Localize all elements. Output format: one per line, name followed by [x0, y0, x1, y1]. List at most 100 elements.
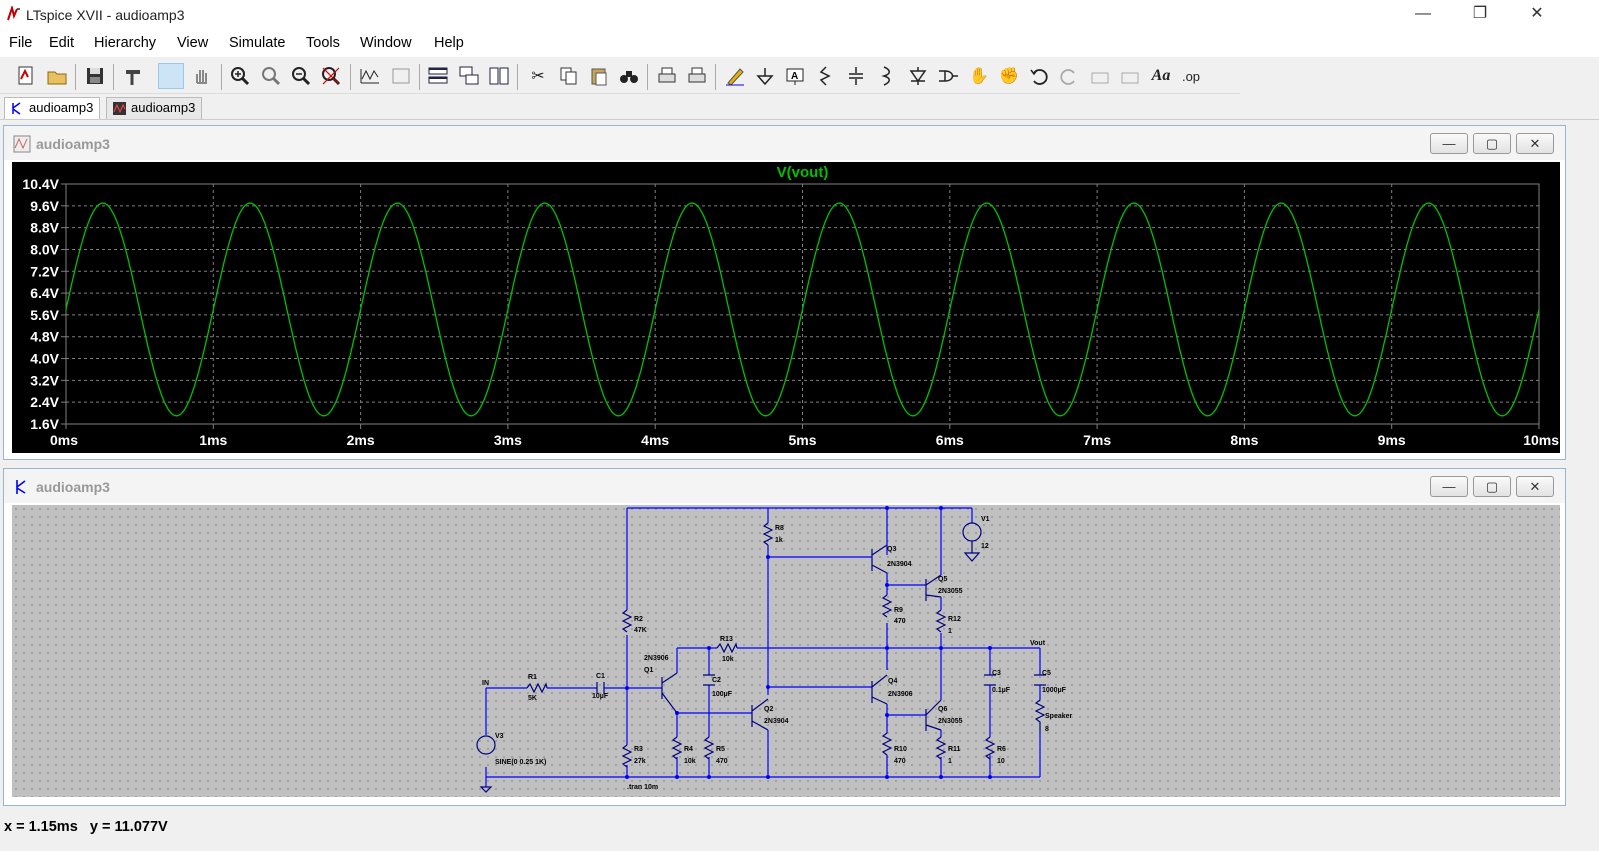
schematic-icon: [12, 102, 21, 115]
inductor-symbol-icon[interactable]: [873, 63, 899, 89]
q1-model: 2N3906: [644, 655, 669, 662]
schematic-window-header: audioamp3 — ▢ ✕: [4, 469, 1565, 503]
plot-settings-icon[interactable]: [388, 63, 414, 89]
run-icon[interactable]: [158, 63, 184, 89]
c2-label: C2: [712, 677, 721, 684]
control-panel-hammer-icon[interactable]: [120, 63, 146, 89]
print-icon[interactable]: [654, 63, 680, 89]
y-tick-label: 7.2V: [30, 263, 59, 279]
r2-label: R2: [634, 616, 643, 623]
pan-hand-icon[interactable]: [189, 63, 215, 89]
tab-label: audioamp3: [29, 100, 94, 115]
text-tool-icon[interactable]: Aa: [1151, 67, 1171, 84]
waveform-minimize-button[interactable]: —: [1430, 133, 1468, 154]
close-window-button[interactable]: ✕: [1530, 5, 1544, 22]
schematic-canvas[interactable]: IN Vout R1 5K C1 10µF R2 47K R3 27k 2N39…: [12, 505, 1560, 797]
capacitor-symbol-icon[interactable]: [843, 63, 869, 89]
q3-model: 2N3904: [887, 561, 912, 568]
c2-value: 100µF: [712, 691, 733, 698]
c5-value: 1000µF: [1042, 687, 1067, 694]
schematic-drawing[interactable]: IN Vout R1 5K C1 10µF R2 47K R3 27k 2N39…: [12, 505, 1560, 797]
tab-schematic[interactable]: audioamp3: [4, 97, 101, 119]
waveform-close-button[interactable]: ✕: [1516, 133, 1554, 154]
y-tick-label: 5.6V: [30, 307, 59, 323]
tile-vertical-icon[interactable]: [486, 63, 512, 89]
minimize-window-button[interactable]: —: [1415, 5, 1431, 22]
q1-label: Q1: [644, 667, 653, 674]
autorange-plot-icon[interactable]: [357, 63, 383, 89]
rotate-icon[interactable]: [1087, 63, 1113, 89]
menu-tools[interactable]: Tools: [306, 35, 340, 51]
open-folder-icon[interactable]: [44, 63, 70, 89]
menu-simulate[interactable]: Simulate: [229, 35, 286, 51]
schematic-minimize-button[interactable]: —: [1430, 476, 1468, 497]
c5-label: C5: [1042, 670, 1051, 677]
zoom-area-icon[interactable]: [258, 63, 284, 89]
y-tick-label: 3.2V: [30, 372, 59, 388]
y-readout: y = 11.077V: [89, 819, 168, 835]
r3-label: R3: [634, 746, 643, 753]
x-tick-label: 7ms: [1083, 432, 1111, 448]
redo-icon[interactable]: [1056, 63, 1082, 89]
cascade-windows-icon[interactable]: [456, 63, 482, 89]
zoom-in-icon[interactable]: [227, 63, 253, 89]
schematic-close-button[interactable]: ✕: [1516, 476, 1554, 497]
spice-directive-icon[interactable]: .op: [1181, 68, 1201, 84]
net-label-icon[interactable]: A: [782, 63, 808, 89]
x-readout: x = 1.15ms: [4, 819, 78, 835]
mirror-icon[interactable]: [1117, 63, 1143, 89]
menu-view[interactable]: View: [177, 35, 209, 51]
drag-hand-icon[interactable]: ✊: [999, 68, 1019, 85]
paste-icon[interactable]: [586, 63, 612, 89]
restore-window-button[interactable]: ❐: [1472, 5, 1488, 22]
y-tick-label: 2.4V: [30, 394, 59, 410]
q2-model: 2N3904: [764, 718, 789, 725]
r11-value: 1: [948, 758, 952, 765]
schematic-window[interactable]: audioamp3 — ▢ ✕: [3, 468, 1566, 806]
new-schematic-icon[interactable]: [13, 63, 39, 89]
r6-value: 10: [997, 758, 1005, 765]
draw-wire-pencil-icon[interactable]: [722, 63, 748, 89]
zoom-fit-icon[interactable]: [318, 63, 344, 89]
move-hand-icon[interactable]: ✋: [969, 68, 989, 85]
c1-label: C1: [596, 673, 605, 680]
r5-label: R5: [716, 746, 725, 753]
r8-label: R8: [775, 525, 784, 532]
menu-window[interactable]: Window: [360, 35, 412, 51]
c1-value: 10µF: [592, 693, 609, 700]
v1-label: V1: [981, 516, 990, 523]
zoom-out-icon[interactable]: [288, 63, 314, 89]
tab-waveform[interactable]: audioamp3: [106, 97, 203, 119]
waveform-icon: [13, 135, 31, 153]
speaker-value: 8: [1045, 726, 1049, 733]
ground-symbol-icon[interactable]: [752, 63, 778, 89]
diode-symbol-icon[interactable]: [905, 63, 931, 89]
waveform-icon: [113, 102, 126, 115]
menu-hierarchy[interactable]: Hierarchy: [94, 35, 157, 51]
x-tick-label: 4ms: [641, 432, 669, 448]
menu-file[interactable]: File: [9, 35, 33, 51]
trace-label: V(vout): [777, 164, 829, 181]
copy-icon[interactable]: [556, 63, 582, 89]
menu-bar: File Edit Hierarchy View Simulate Tools …: [0, 30, 1599, 57]
r9-value: 470: [894, 618, 906, 625]
status-bar: x = 1.15ms y = 11.077V: [0, 814, 1599, 851]
tile-horizontal-icon[interactable]: [425, 63, 451, 89]
waveform-chart[interactable]: 1.6V2.4V3.2V4.0V4.8V5.6V6.4V7.2V8.0V8.8V…: [12, 162, 1560, 453]
print-setup-icon[interactable]: [684, 63, 710, 89]
v3-label: V3: [495, 733, 504, 740]
resistor-symbol-icon[interactable]: [813, 63, 839, 89]
menu-edit[interactable]: Edit: [49, 35, 74, 51]
menu-help[interactable]: Help: [434, 35, 464, 51]
undo-icon[interactable]: [1026, 63, 1052, 89]
x-tick-label: 6ms: [936, 432, 964, 448]
cut-scissors-icon[interactable]: ✂: [531, 68, 545, 85]
schematic-maximize-button[interactable]: ▢: [1473, 476, 1511, 497]
waveform-maximize-button[interactable]: ▢: [1473, 133, 1511, 154]
find-binoculars-icon[interactable]: [616, 63, 642, 89]
save-icon[interactable]: [82, 63, 108, 89]
component-symbol-icon[interactable]: [935, 63, 961, 89]
x-tick-label: 3ms: [494, 432, 522, 448]
